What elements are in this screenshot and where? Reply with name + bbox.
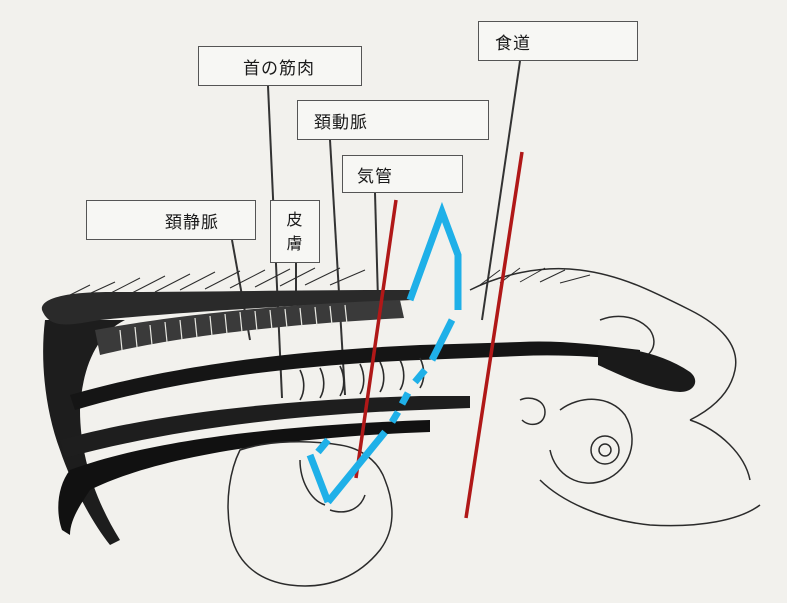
carotid-artery-band — [70, 341, 640, 410]
jugular-vein-band — [60, 396, 470, 458]
label-skin-text-line1: 皮 — [286, 209, 304, 229]
cut-line-left — [354, 199, 398, 479]
label-jugular-vein: 頚静脈 — [86, 200, 256, 240]
label-neck-muscle: 首の筋肉 — [198, 46, 362, 86]
label-esophagus-text: 食道 — [495, 33, 531, 54]
blade-segment-8 — [315, 437, 331, 455]
skin-surface-top — [41, 290, 412, 325]
label-skin-text-line2: 膚 — [286, 233, 304, 253]
label-trachea-text: 気管 — [357, 166, 393, 187]
face-outline — [469, 267, 761, 527]
label-trachea: 気管 — [342, 155, 463, 193]
mouth-shadow — [598, 348, 696, 392]
label-jugular-vein-text: 頚静脈 — [165, 212, 219, 233]
trachea-leader — [374, 192, 379, 301]
label-neck-muscle-text: 首の筋肉 — [243, 58, 315, 79]
blade-segment-4 — [398, 391, 412, 406]
blade-path — [306, 201, 462, 505]
muscle-hatching — [119, 304, 348, 351]
spine-shadow — [58, 420, 431, 535]
label-carotid-artery-text: 頚動脈 — [314, 112, 368, 133]
cut-line-right — [464, 151, 524, 519]
label-esophagus: 食道 — [478, 21, 638, 61]
label-carotid-artery: 頚動脈 — [297, 100, 489, 140]
blade-segment-7 — [306, 453, 332, 504]
back-of-neck-shadow — [43, 320, 125, 545]
neck-muscle-band — [95, 300, 404, 355]
blade-segment-5 — [388, 410, 402, 424]
cut-guidelines — [354, 151, 524, 519]
hair-strands — [59, 267, 591, 301]
esophagus-leader — [481, 60, 521, 321]
blade-segment-2 — [428, 318, 456, 362]
blade-segment-3 — [412, 367, 428, 385]
blade-segment-6 — [325, 429, 388, 505]
blade-tip-segment — [406, 201, 462, 310]
label-skin: 皮 膚 — [270, 200, 320, 263]
